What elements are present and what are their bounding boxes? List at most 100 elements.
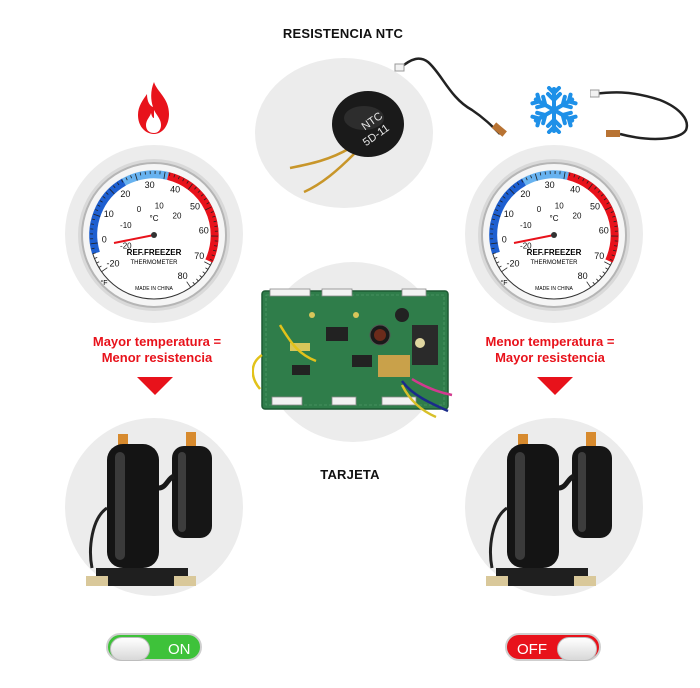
dial-tick: [521, 179, 524, 183]
dial-inner-label: -10: [120, 221, 132, 230]
dial-tick: [209, 258, 213, 261]
off-switch[interactable]: OFF: [505, 633, 601, 661]
dial-inner-label: -20: [520, 241, 532, 250]
dial-tick: [125, 177, 128, 181]
dial-inner-label: -10: [520, 221, 532, 230]
dial-tick: [563, 171, 566, 179]
control-board: [252, 288, 453, 419]
dial-tick: [121, 179, 124, 183]
on-switch-knob: [110, 637, 150, 661]
dial-tick: [203, 197, 207, 201]
unit-c: °C: [150, 214, 159, 223]
dial-tick: [202, 271, 206, 274]
dial-inner-label: 20: [173, 212, 182, 221]
dial-tick: [592, 281, 596, 285]
dial-tick: [582, 178, 585, 182]
cold-note-line1: Menor temperatura =: [485, 334, 615, 349]
dial-outer-label: 80: [578, 271, 588, 281]
dial-tick: [99, 200, 103, 203]
dial-tick: [101, 267, 108, 273]
cold-note: Menor temperatura = Mayor resistencia: [455, 334, 645, 366]
dial-tick: [516, 182, 520, 186]
dial-tick: [604, 261, 611, 266]
arrow-down-right-icon: [537, 377, 573, 395]
dial-tick: [93, 213, 101, 217]
dial-tick: [200, 193, 204, 197]
dial-tick: [214, 245, 218, 247]
unit-f: °F: [500, 279, 507, 287]
dial-tick: [596, 278, 599, 282]
dial-outer-label: 60: [199, 226, 209, 236]
dial-tick: [196, 278, 199, 282]
dial-outer-label: 60: [599, 226, 609, 236]
dial-tick: [192, 281, 196, 285]
dial-tick: [130, 175, 133, 179]
dial-outer-label: 10: [504, 209, 514, 219]
dial-tick: [534, 173, 538, 181]
cold-note-line2: Mayor resistencia: [495, 350, 605, 365]
dial-tick: [573, 174, 576, 178]
on-switch[interactable]: ON: [106, 633, 202, 661]
dial-tick: [91, 247, 95, 250]
dial-tick: [98, 265, 102, 268]
unit-c: °C: [550, 214, 559, 223]
dial-tick: [204, 261, 211, 266]
hot-note: Mayor temperatura = Menor resistencia: [62, 334, 252, 366]
dial-tick: [602, 271, 606, 274]
flame-icon: [138, 82, 169, 134]
compressor-right: [486, 432, 612, 586]
dial-tick: [490, 223, 494, 225]
brand-line2: THERMOMETER: [531, 260, 579, 266]
off-switch-label: OFF: [517, 641, 547, 658]
dial-tick: [182, 178, 185, 182]
dial-tick: [492, 252, 496, 255]
dial-inner-label: 0: [137, 205, 142, 214]
ntc-title: RESISTENCIA NTC: [282, 26, 404, 41]
dial-tick: [612, 249, 617, 252]
dial-tick: [197, 190, 201, 193]
dial-tick: [96, 261, 100, 264]
dial-tick: [494, 256, 498, 259]
dial-outer-label: 30: [145, 180, 155, 190]
dial-tick: [177, 176, 180, 180]
dial-tick: [139, 172, 142, 176]
dial-tick: [490, 242, 498, 245]
dial-outer-label: 80: [178, 271, 188, 281]
dial-outer-label: 20: [120, 189, 130, 199]
brand-line1: REF.FREEZER: [127, 248, 182, 257]
dial-tick: [495, 209, 499, 212]
dial-tick: [168, 172, 171, 177]
dial-tick: [186, 180, 189, 184]
dial-outer-label: 30: [545, 180, 555, 190]
made-in: MADE IN CHINA: [535, 286, 573, 292]
dial-tick: [525, 177, 528, 181]
ntc-thermistor: NTC 5D-11: [289, 91, 404, 194]
dial-tick: [577, 176, 580, 180]
dial-outer-label: 70: [194, 251, 204, 261]
dial-tick: [116, 182, 120, 186]
dial-tick: [610, 211, 614, 214]
snowflake-icon: [530, 86, 578, 134]
dial-tick: [97, 204, 101, 207]
dial-tick: [105, 192, 109, 195]
dial-tick: [91, 218, 96, 221]
dial-inner-label: 10: [155, 201, 164, 210]
dial-tick: [173, 174, 176, 178]
arrow-down-left-icon: [137, 377, 173, 395]
dial-tick: [530, 175, 533, 179]
dial-outer-label: -20: [107, 259, 120, 269]
ntc-probe-wire-right: [590, 89, 689, 141]
hot-note-line1: Mayor temperatura =: [92, 334, 222, 349]
dial-outer-label: -20: [507, 259, 520, 269]
unit-f: °F: [100, 279, 107, 287]
dial-tick: [493, 213, 501, 217]
dial-tick: [586, 281, 592, 288]
dial-tick: [568, 172, 571, 177]
made-in: MADE IN CHINA: [135, 286, 173, 292]
dial-outer-label: 40: [570, 185, 580, 195]
dial-tick: [509, 188, 515, 195]
dial-outer-label: 50: [590, 201, 600, 211]
dial-inner-label: -20: [120, 241, 132, 250]
board-title: TARJETA: [320, 467, 380, 482]
